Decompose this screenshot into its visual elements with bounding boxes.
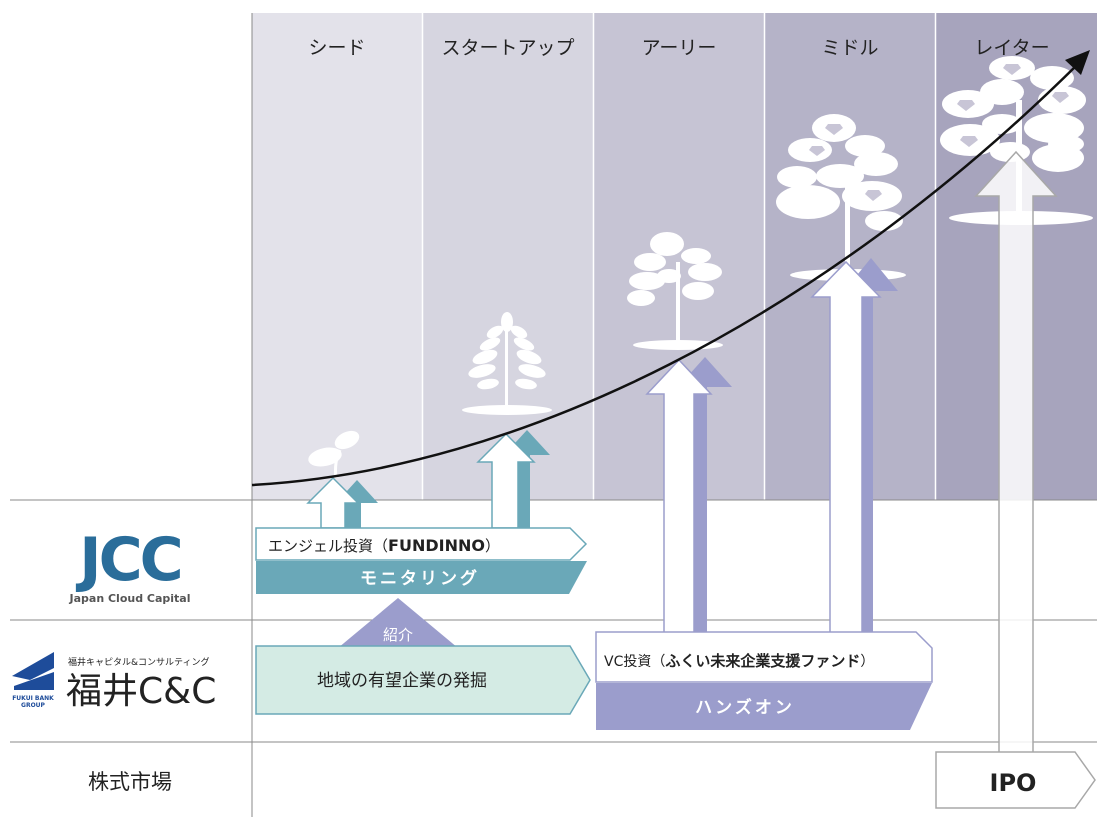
diamond-icon	[809, 124, 882, 201]
seed-investment-arrow	[306, 476, 378, 529]
intro-label: 紹介	[383, 626, 413, 644]
fukui-logo: FUKUI BANK GROUP 福井キャピタル&コンサルティング 福井C&C	[12, 652, 216, 712]
market-label: 株式市場	[88, 770, 172, 794]
fukui-bank-mark-icon	[12, 652, 54, 680]
curve-arrowhead-icon	[1065, 50, 1090, 75]
ipo-label: IPO	[990, 769, 1037, 797]
large-tree-icon	[940, 56, 1093, 225]
handson-label: ハンズオン	[695, 697, 795, 718]
stage-column-seed	[252, 13, 422, 500]
fukui-logo-name: 福井C&C	[66, 671, 216, 712]
stage-label-middle: ミドル	[821, 37, 878, 59]
stage-label-startup: スタートアップ	[441, 37, 574, 59]
ipo-growth-arrow	[974, 150, 1058, 752]
medium-tree-icon	[776, 114, 906, 281]
early-vc-arrow	[645, 357, 732, 635]
stage-column-startup	[423, 13, 593, 500]
fukui-bank-mark-icon	[14, 672, 54, 690]
discovery-band	[255, 645, 591, 715]
young-plant-icon	[462, 312, 552, 415]
angel-investment-label: エンジェル投資（FUNDINNO）	[268, 536, 500, 555]
monitoring-label: モニタリング	[360, 568, 480, 589]
intro-triangle	[338, 598, 458, 648]
discovery-label: 地域の有望企業の発掘	[317, 671, 487, 691]
sprout-icon	[308, 430, 360, 479]
monitoring-band	[256, 561, 587, 594]
jcc-logo-subtitle: Japan Cloud Capital	[69, 592, 191, 605]
stage-label-early: アーリー	[642, 37, 717, 59]
vc-investment-band	[595, 631, 933, 683]
angel-investment-band	[255, 527, 588, 561]
vc-investment-label: VC投資（ふくい未来企業支援ファンド）	[604, 652, 874, 670]
fukui-logo-subtitle: 福井キャピタル&コンサルティング	[68, 656, 209, 668]
stage-label-later: レイター	[974, 37, 1049, 59]
startup-investment-arrow	[476, 430, 550, 529]
diamond-icon	[957, 64, 1069, 147]
stage-label-seed: シード	[308, 37, 365, 59]
middle-vc-arrow	[810, 258, 898, 635]
jcc-logo: JCC Japan Cloud Capital	[69, 525, 191, 605]
small-tree-icon	[627, 232, 723, 350]
jcc-logo-text: JCC	[75, 525, 180, 595]
handson-band	[596, 683, 932, 730]
fukui-group-label: GROUP	[21, 702, 46, 709]
growth-curve	[251, 50, 1090, 487]
fukui-group-label: FUKUI BANK	[12, 695, 54, 702]
ipo-band	[935, 751, 1096, 809]
